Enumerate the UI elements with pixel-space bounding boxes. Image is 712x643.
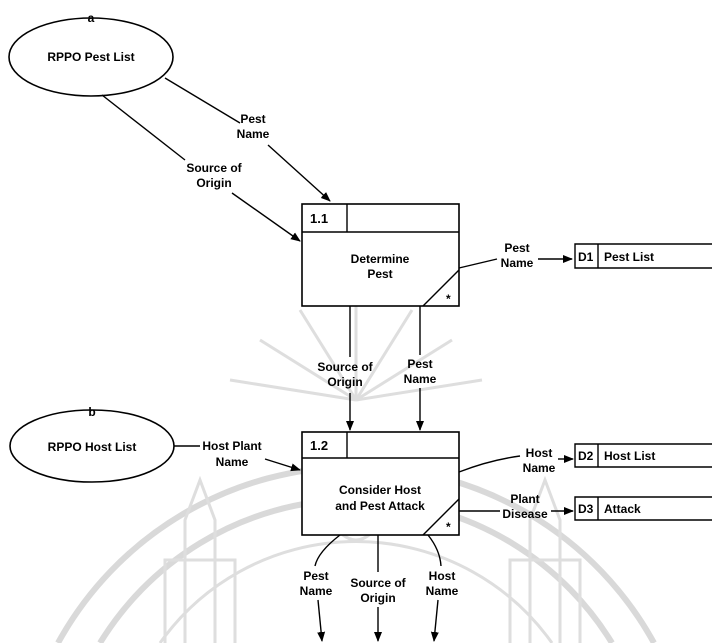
entity-name-rppo-pest-list: RPPO Pest List — [47, 50, 134, 64]
flow-label-line2: Name — [216, 455, 249, 469]
data-store-name: Pest List — [604, 250, 654, 264]
data-store-id: D2 — [578, 449, 594, 463]
process-determine-pest: 1.1 Determine Pest * — [301, 203, 460, 307]
process-id: 1.1 — [310, 211, 328, 226]
data-store-name: Attack — [604, 502, 641, 516]
flow-pest-name-to-determine-pest: Pest Name — [164, 77, 331, 202]
flow-host-name-output: Host Name — [426, 534, 459, 642]
data-store-host-list: D2 Host List — [574, 443, 712, 468]
external-entity-rppo-pest-list: a RPPO Pest List — [8, 11, 174, 97]
flow-label-line1: Host — [429, 569, 456, 583]
data-store-attack: D3 Attack — [574, 496, 712, 521]
flow-label-line1: Source of — [186, 161, 242, 175]
flow-label-line1: Pest — [240, 112, 265, 126]
flow-pest-name-to-consider-host: Pest Name — [404, 306, 437, 431]
flow-label-line2: Name — [501, 256, 534, 270]
external-entity-rppo-host-list: b RPPO Host List — [9, 405, 175, 483]
flow-label-line2: Origin — [360, 591, 395, 605]
process-label-line1: Determine — [351, 252, 410, 266]
flow-source-of-origin-to-determine-pest: Source of Origin — [101, 94, 301, 242]
data-store-pest-list: D1 Pest List — [574, 243, 712, 269]
flow-host-plant-name-to-consider-host: Host Plant Name — [174, 439, 301, 472]
data-store-name: Host List — [604, 449, 655, 463]
flow-plant-disease-to-attack: Plant Disease — [459, 492, 574, 521]
flow-label-line1: Plant — [510, 492, 539, 506]
data-store-id: D1 — [578, 250, 594, 264]
process-consider-host-and-pest-attack: 1.2 Consider Host and Pest Attack * — [301, 431, 460, 536]
process-label-line1: Consider Host — [339, 483, 421, 497]
flow-label-line1: Host — [526, 446, 553, 460]
flow-label-line1: Pest — [504, 241, 529, 255]
watermark-seal — [55, 300, 657, 643]
flow-label-line2: Name — [404, 372, 437, 386]
entity-letter-b: b — [88, 405, 95, 419]
flow-source-of-origin-to-consider-host: Source of Origin — [317, 306, 374, 431]
entity-letter-a: a — [88, 11, 95, 25]
process-label-line2: and Pest Attack — [335, 499, 425, 513]
flow-label-line2: Disease — [502, 507, 548, 521]
flow-pest-name-to-pest-list: Pest Name — [458, 241, 573, 270]
flow-pest-name-output: Pest Name — [300, 534, 341, 642]
flow-label-line2: Name — [523, 461, 556, 475]
flow-label-line1: Pest — [303, 569, 328, 583]
flow-label-line1: Source of — [317, 360, 373, 374]
process-marker: * — [446, 520, 451, 534]
data-store-id: D3 — [578, 502, 594, 516]
flow-label-line2: Name — [426, 584, 459, 598]
flow-label-line2: Name — [237, 127, 270, 141]
process-id: 1.2 — [310, 438, 328, 453]
process-marker: * — [446, 292, 451, 306]
flow-label-line1: Host Plant — [202, 439, 261, 453]
flow-host-name-to-host-list: Host Name — [458, 446, 574, 475]
flow-label-line2: Origin — [327, 375, 362, 389]
process-label-line2: Pest — [367, 267, 392, 281]
flow-source-of-origin-output: Source of Origin — [350, 535, 407, 642]
flow-label-line1: Source of — [350, 576, 406, 590]
flow-label-line1: Pest — [407, 357, 432, 371]
flow-label-line2: Name — [300, 584, 333, 598]
entity-name-rppo-host-list: RPPO Host List — [48, 440, 137, 454]
flow-label-line2: Origin — [196, 176, 231, 190]
